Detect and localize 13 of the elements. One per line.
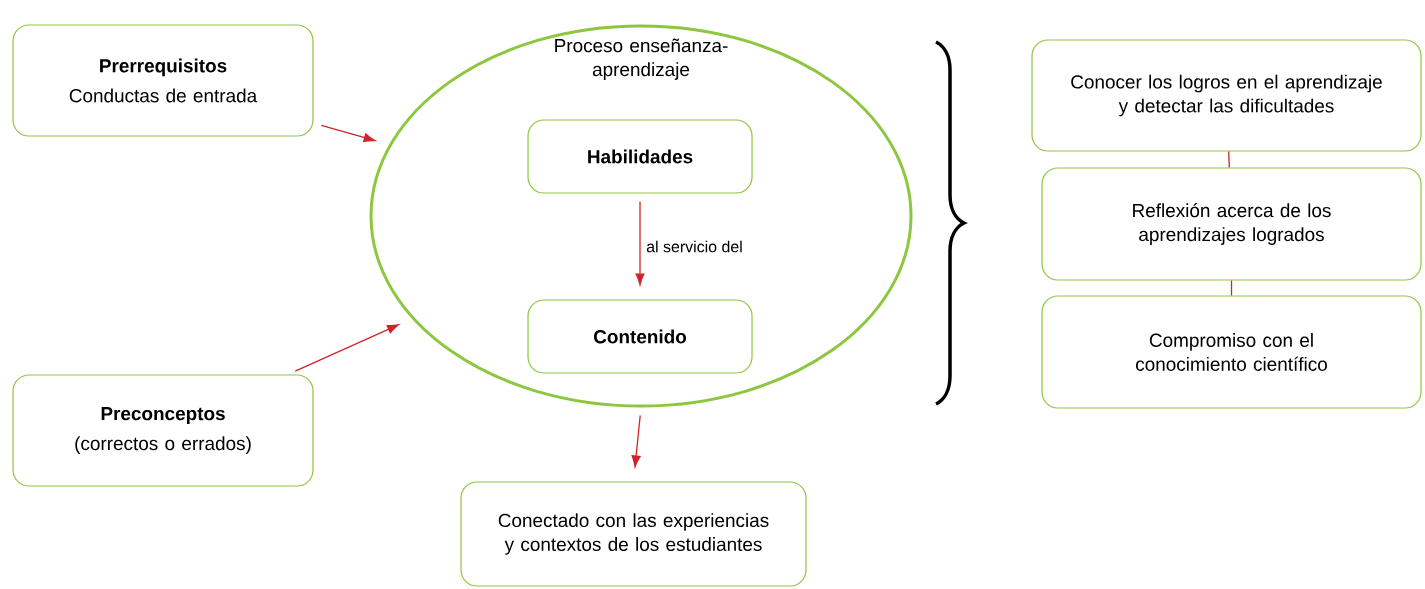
process-box: Prerrequisitos Conductas de entrada (12, 24, 314, 137)
arrow (294, 324, 400, 372)
process-box: Contenido (527, 299, 753, 374)
process-box: Habilidades (527, 119, 753, 194)
arrow (631, 414, 641, 468)
arrow (635, 200, 645, 286)
process-box: Conocer los logros en el aprendizaje y detectar las dificultades (1031, 39, 1422, 152)
edge-label: al servicio del (644, 238, 745, 255)
process-box: Reflexión acerca de los aprendizajes logrados (1041, 167, 1422, 281)
process-box: Preconceptos (correctos o errados) (12, 374, 314, 487)
process-box: Compromiso con el conocimiento científico (1041, 295, 1422, 409)
process-box: Conectado con las experiencias y contextos de los estudiantes (460, 481, 807, 587)
arrow (320, 124, 376, 143)
